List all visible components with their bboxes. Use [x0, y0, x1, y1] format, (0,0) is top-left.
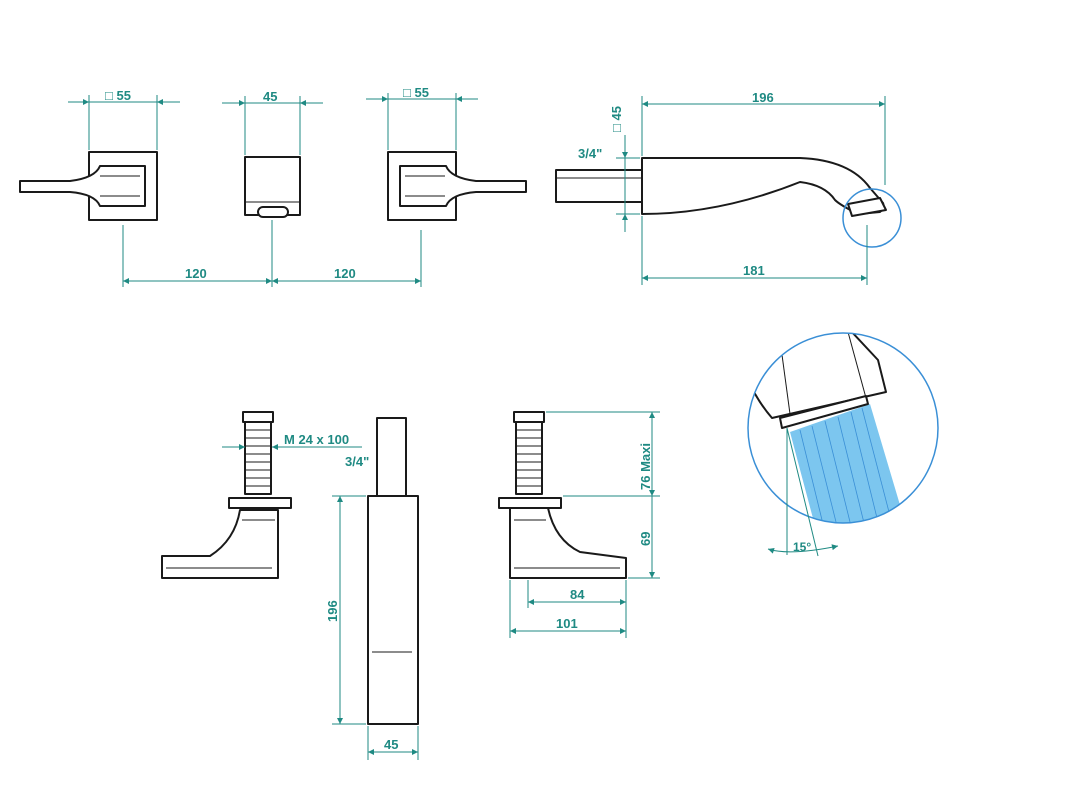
left-handle-top-view: [19, 151, 158, 221]
spout-length-top-label: 196: [752, 90, 774, 105]
dim-body-height: 196: [325, 495, 366, 725]
left-handle-width-label: □ 55: [105, 88, 131, 103]
spout-side-view: [555, 157, 887, 217]
pipe-thread-label: 3/4": [345, 454, 369, 469]
dim-right-handle-width: □ 55: [366, 85, 478, 150]
dim-handle-profile-horizontal: 84 101: [509, 580, 627, 638]
dim-left-handle-width: □ 55: [68, 88, 180, 150]
jet-angle-label: 15°: [793, 540, 811, 554]
pipe-body-view: [367, 417, 419, 725]
dim-spacing: 120 120: [122, 220, 422, 287]
depth-outer-label: 101: [556, 616, 578, 631]
stem-thread-label: M 24 x 100: [284, 432, 349, 447]
dim-body-width: 45: [367, 726, 419, 760]
body-height-69-label: 69: [638, 532, 653, 546]
spacing-left-label: 120: [185, 266, 207, 281]
dim-handle-profile-vertical: 76 Maxi 69: [546, 411, 660, 579]
right-handle-width-label: □ 55: [403, 85, 429, 100]
depth-inner-label: 84: [570, 587, 585, 602]
spout-thread-label: 3/4": [578, 146, 602, 161]
dim-stem-thread: M 24 x 100: [222, 432, 362, 450]
dim-center-width: 45: [222, 89, 323, 155]
spacing-right-label: 120: [334, 266, 356, 281]
body-height-label: 196: [325, 600, 340, 622]
dim-spout-length: 196 181: [641, 90, 886, 285]
handle-profile-view: [498, 411, 627, 579]
detail-circle-marker: [842, 188, 902, 248]
stem-max-label: 76 Maxi: [638, 443, 653, 490]
jet-detail-view: 15°: [747, 332, 939, 557]
center-width-label: 45: [263, 89, 277, 104]
center-spout-top-view: [244, 156, 301, 218]
right-handle-top-view: [387, 151, 527, 221]
handle-stem-view: [161, 411, 292, 579]
spout-height-label: □ 45: [609, 106, 624, 132]
body-width-label: 45: [384, 737, 398, 752]
spout-length-bottom-label: 181: [743, 263, 765, 278]
dim-spout-height: □ 45 3/4": [578, 106, 640, 232]
